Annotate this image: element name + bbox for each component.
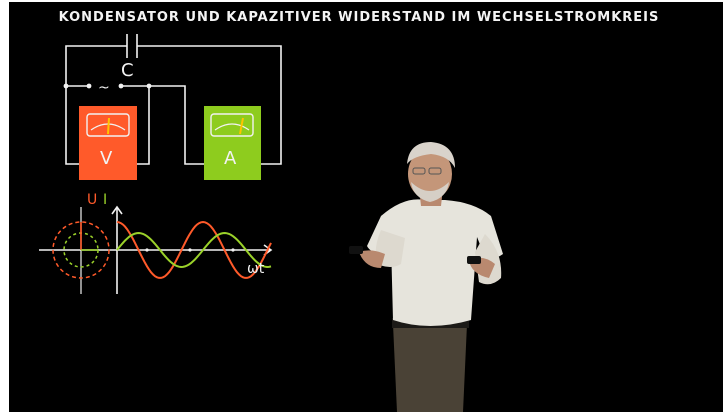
video-frame: KONDENSATOR UND KAPAZITIVER WIDERSTAND I… [9, 2, 723, 412]
voltmeter: V [79, 106, 137, 180]
circuit-diagram [65, 34, 282, 165]
x-axis-label: ωt [247, 261, 265, 277]
ammeter-label: A [224, 148, 237, 169]
capacitor-label: C [121, 60, 134, 81]
ac-source-icon: ~ [98, 80, 110, 96]
circuit-nodes [63, 83, 152, 89]
current-wave [116, 231, 272, 269]
ammeter-needle [239, 117, 244, 135]
voltmeter-needle [107, 117, 110, 135]
ammeter: A [204, 106, 261, 180]
zero-crossing-ticks [145, 248, 235, 252]
board-title: KONDENSATOR UND KAPAZITIVER WIDERSTAND I… [58, 10, 660, 25]
voltage-wave [116, 220, 272, 279]
wave-diagram: U I ωt [39, 192, 273, 294]
wave-label-i: I [103, 192, 107, 208]
voltmeter-label: V [100, 148, 113, 169]
wave-label-u: U [87, 192, 97, 208]
presenter [349, 142, 503, 412]
chalkboard-drawing: C ~ V A [39, 34, 503, 412]
